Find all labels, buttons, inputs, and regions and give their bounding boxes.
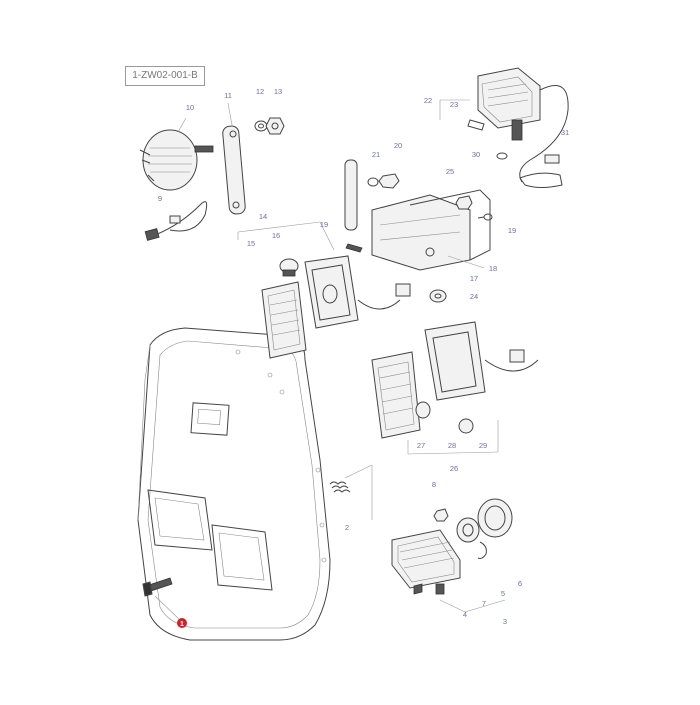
beacon-lamp bbox=[139, 117, 214, 191]
bracket-part-11 bbox=[222, 102, 246, 215]
callout-9: 9 bbox=[158, 194, 162, 203]
grommet-part-24 bbox=[429, 289, 447, 303]
callout-13: 13 bbox=[274, 87, 282, 96]
callout-1: 1 bbox=[180, 621, 184, 628]
callout-11: 11 bbox=[224, 91, 232, 100]
callout-19b: 19 bbox=[508, 226, 516, 235]
washer-nut-12-13 bbox=[254, 117, 285, 135]
callout-3: 3 bbox=[503, 617, 507, 626]
callout-23: 23 bbox=[450, 100, 458, 109]
bolt-part-1 bbox=[142, 577, 181, 621]
callout-6: 6 bbox=[518, 579, 522, 588]
callout-27: 27 bbox=[417, 441, 425, 450]
callout-21: 21 bbox=[372, 150, 380, 159]
callout-12: 12 bbox=[256, 87, 264, 96]
callout-31: 31 bbox=[561, 128, 569, 137]
callout-2: 2 bbox=[345, 523, 349, 532]
harness-part-9 bbox=[144, 201, 208, 241]
work-lamp-22 bbox=[439, 67, 569, 188]
callout-24: 24 bbox=[470, 292, 478, 301]
callout-17: 17 bbox=[470, 274, 478, 283]
callout-7: 7 bbox=[482, 599, 486, 608]
cab-panel bbox=[137, 327, 331, 641]
callout-19a: 19 bbox=[320, 220, 328, 229]
callout-18: 18 bbox=[489, 264, 497, 273]
reference-code-label: 1-ZW02-001-B bbox=[125, 66, 205, 86]
callout-15: 15 bbox=[247, 239, 255, 248]
callout-14: 14 bbox=[259, 212, 267, 221]
callout-8: 8 bbox=[432, 480, 436, 489]
callout-5: 5 bbox=[501, 589, 505, 598]
mount-bracket-18 bbox=[344, 159, 493, 271]
callout-26: 26 bbox=[450, 464, 458, 473]
highlight-marker bbox=[177, 618, 187, 628]
callout-20: 20 bbox=[394, 141, 402, 150]
spring-part-2 bbox=[329, 464, 373, 520]
callout-4: 4 bbox=[463, 610, 467, 619]
callout-10: 10 bbox=[186, 103, 194, 112]
rear-light-left bbox=[237, 221, 411, 359]
callout-16: 16 bbox=[272, 231, 280, 240]
headlamp-assembly bbox=[391, 498, 513, 613]
callout-28: 28 bbox=[448, 441, 456, 450]
rear-light-right bbox=[371, 321, 539, 455]
callout-22: 22 bbox=[424, 96, 432, 105]
callout-30: 30 bbox=[472, 150, 480, 159]
callout-25: 25 bbox=[446, 167, 454, 176]
callout-29: 29 bbox=[479, 441, 487, 450]
